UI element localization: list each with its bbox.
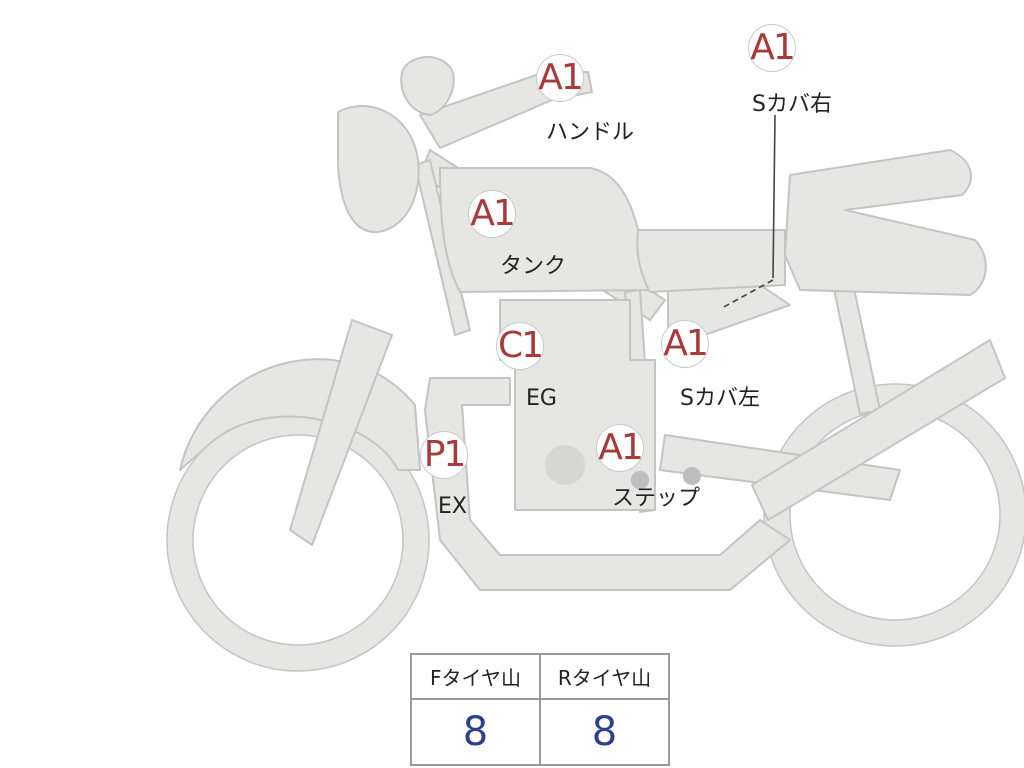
tire-tread-table: Fタイヤ山 Rタイヤ山 8 8 [410, 653, 670, 766]
mirror [400, 56, 455, 116]
marker-s-cover-right-label: Sカバ右 [752, 92, 832, 117]
marker-s-cover-left-label: Sカバ左 [680, 386, 760, 411]
tail-cowl [784, 149, 987, 296]
headlight [337, 105, 420, 234]
rear-tire-value: 8 [539, 698, 670, 766]
marker-tank-code[interactable]: A1 [468, 190, 516, 238]
marker-engine-label: EG [526, 386, 557, 411]
seat [636, 229, 786, 293]
marker-s-cover-right-code[interactable]: A1 [748, 24, 796, 72]
marker-exhaust-label: EX [438, 494, 467, 519]
marker-handle-code[interactable]: A1 [536, 54, 584, 102]
front-fork [289, 319, 393, 546]
marker-exhaust-code[interactable]: P1 [420, 431, 468, 479]
marker-tank-label: タンク [500, 254, 567, 279]
marker-s-cover-left-code[interactable]: A1 [661, 320, 709, 368]
front-tire-header: Fタイヤ山 [410, 653, 541, 700]
marker-engine-code[interactable]: C1 [496, 322, 544, 370]
marker-step-code[interactable]: A1 [596, 424, 644, 472]
marker-handle-label: ハンドル [546, 120, 635, 145]
front-tire-value: 8 [410, 698, 541, 766]
exhaust-pipe [424, 377, 791, 591]
rear-tire-header: Rタイヤ山 [539, 653, 670, 700]
leader-line-s-cover-right [772, 114, 776, 279]
marker-step-label: ステップ [612, 486, 701, 511]
